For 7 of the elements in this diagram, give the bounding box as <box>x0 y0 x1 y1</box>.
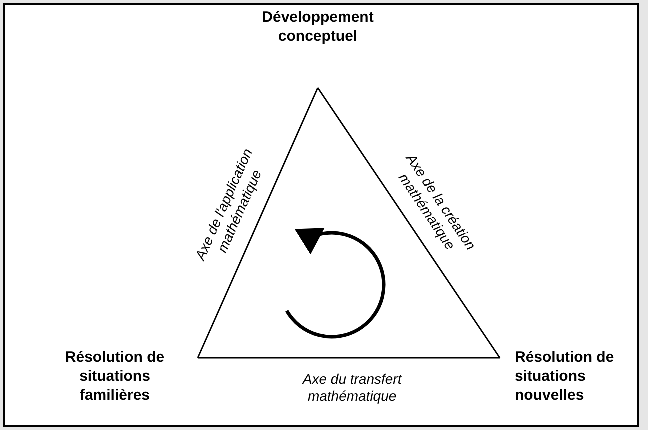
triangle-side <box>197 88 319 358</box>
edge-label: Axe du transfert mathématique <box>301 370 404 405</box>
corner-label: Développement conceptuel <box>261 8 375 46</box>
triangle-side <box>317 88 501 358</box>
triangle-side <box>198 357 500 359</box>
corner-label: Résolution de situations nouvelles <box>515 348 616 406</box>
corner-label: Résolution de situations familières <box>64 348 166 406</box>
